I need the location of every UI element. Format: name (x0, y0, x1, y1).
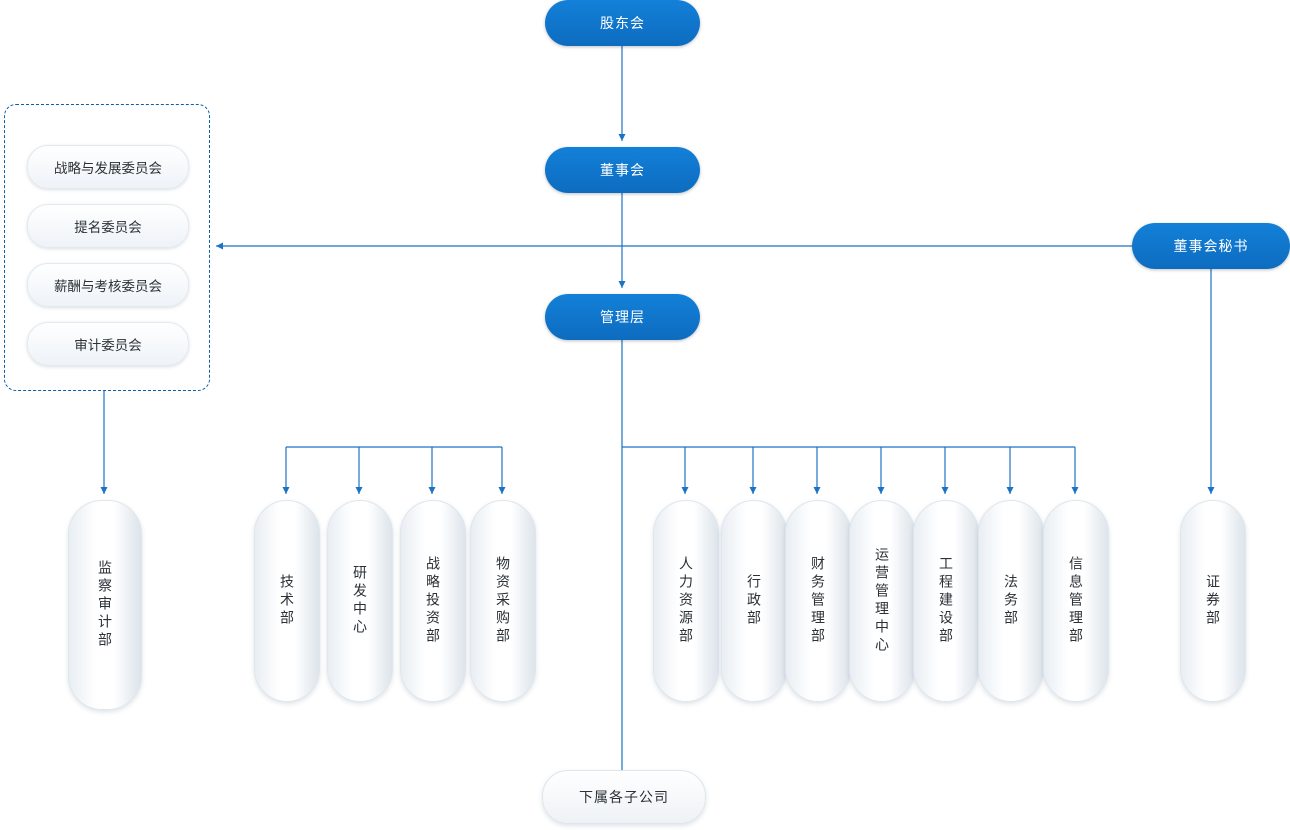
department-strategic-investment[interactable]: 战略投资部 (400, 500, 466, 702)
node-subsidiaries-label: 下属各子公司 (579, 789, 669, 805)
node-shareholders[interactable]: 股东会 (545, 0, 700, 46)
committee-group: 战略与发展委员会 提名委员会 薪酬与考核委员会 审计委员会 (4, 104, 210, 391)
department-engineering-construction[interactable]: 工程建设部 (913, 500, 979, 702)
department-technology-label: 技术部 (279, 574, 295, 628)
department-supervision-audit[interactable]: 监察审计部 (68, 500, 142, 710)
committee-remuneration[interactable]: 薪酬与考核委员会 (27, 263, 189, 307)
department-securities-label: 证券部 (1205, 574, 1221, 628)
department-information-management[interactable]: 信息管理部 (1043, 500, 1109, 702)
committee-audit[interactable]: 审计委员会 (27, 322, 189, 366)
node-board[interactable]: 董事会 (545, 147, 700, 193)
department-legal-affairs-label: 法务部 (1003, 574, 1019, 628)
node-management[interactable]: 管理层 (545, 294, 700, 340)
department-rnd-center-label: 研发中心 (352, 565, 368, 637)
node-board-secretary-label: 董事会秘书 (1173, 238, 1249, 254)
department-operations-center-label: 运营管理中心 (874, 547, 890, 655)
department-administration-label: 行政部 (746, 574, 762, 628)
department-administration[interactable]: 行政部 (721, 500, 787, 702)
department-rnd-center[interactable]: 研发中心 (327, 500, 393, 702)
department-technology[interactable]: 技术部 (254, 500, 320, 702)
department-financial-management-label: 财务管理部 (810, 556, 826, 646)
committee-audit-label: 审计委员会 (74, 338, 142, 353)
node-board-secretary[interactable]: 董事会秘书 (1132, 223, 1290, 269)
department-information-management-label: 信息管理部 (1068, 556, 1084, 646)
node-board-label: 董事会 (600, 162, 645, 178)
committee-remuneration-label: 薪酬与考核委员会 (54, 279, 162, 294)
department-human-resources[interactable]: 人力资源部 (653, 500, 719, 702)
department-material-procurement[interactable]: 物资采购部 (470, 500, 536, 702)
department-operations-center[interactable]: 运营管理中心 (849, 500, 915, 702)
node-subsidiaries[interactable]: 下属各子公司 (542, 770, 706, 824)
department-material-procurement-label: 物资采购部 (495, 556, 511, 646)
department-human-resources-label: 人力资源部 (678, 556, 694, 646)
node-management-label: 管理层 (600, 309, 645, 325)
department-financial-management[interactable]: 财务管理部 (785, 500, 851, 702)
department-legal-affairs[interactable]: 法务部 (978, 500, 1044, 702)
committee-nomination[interactable]: 提名委员会 (27, 204, 189, 248)
node-shareholders-label: 股东会 (600, 15, 645, 31)
department-engineering-construction-label: 工程建设部 (938, 556, 954, 646)
committee-strategy[interactable]: 战略与发展委员会 (27, 145, 189, 189)
department-securities[interactable]: 证券部 (1180, 500, 1246, 702)
department-supervision-audit-label: 监察审计部 (97, 560, 113, 650)
committee-nomination-label: 提名委员会 (74, 220, 142, 235)
department-strategic-investment-label: 战略投资部 (425, 556, 441, 646)
committee-strategy-label: 战略与发展委员会 (54, 161, 162, 176)
